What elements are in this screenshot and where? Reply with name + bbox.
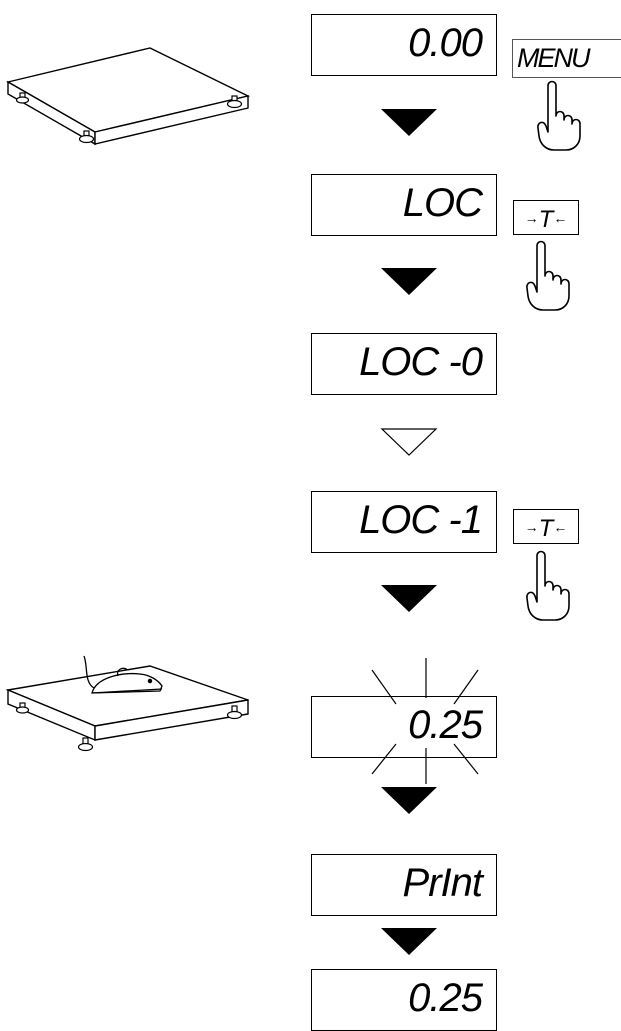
lock-option-display: LOC -1 <box>311 491 497 553</box>
flashing-rays-icon <box>371 658 479 784</box>
weight-display: 0.25 <box>311 969 497 1031</box>
lock-display: LOC <box>311 174 497 236</box>
step-arrow-icon <box>381 585 437 612</box>
step-arrow-outline-icon <box>380 428 438 456</box>
step-arrow-icon <box>381 787 437 814</box>
platform-scale-with-mouse-icon <box>5 655 249 752</box>
pointing-hand-icon <box>526 240 570 311</box>
tare-key: →T← <box>513 200 579 235</box>
step-arrow-icon <box>381 268 437 295</box>
pointing-hand-icon <box>526 550 570 621</box>
print-display: PrInt <box>311 854 497 916</box>
weight-display: 0.00 <box>311 14 497 76</box>
menu-key: MENU <box>512 39 621 78</box>
mouse-icon <box>83 655 163 694</box>
step-arrow-icon <box>381 109 437 136</box>
step-arrow-icon <box>381 928 437 955</box>
platform-scale-icon <box>6 47 251 146</box>
lock-option-display: LOC -0 <box>311 333 497 395</box>
pointing-hand-icon <box>537 80 581 151</box>
weight-display: 0.25 <box>311 696 497 758</box>
tare-key: →T← <box>513 509 579 544</box>
